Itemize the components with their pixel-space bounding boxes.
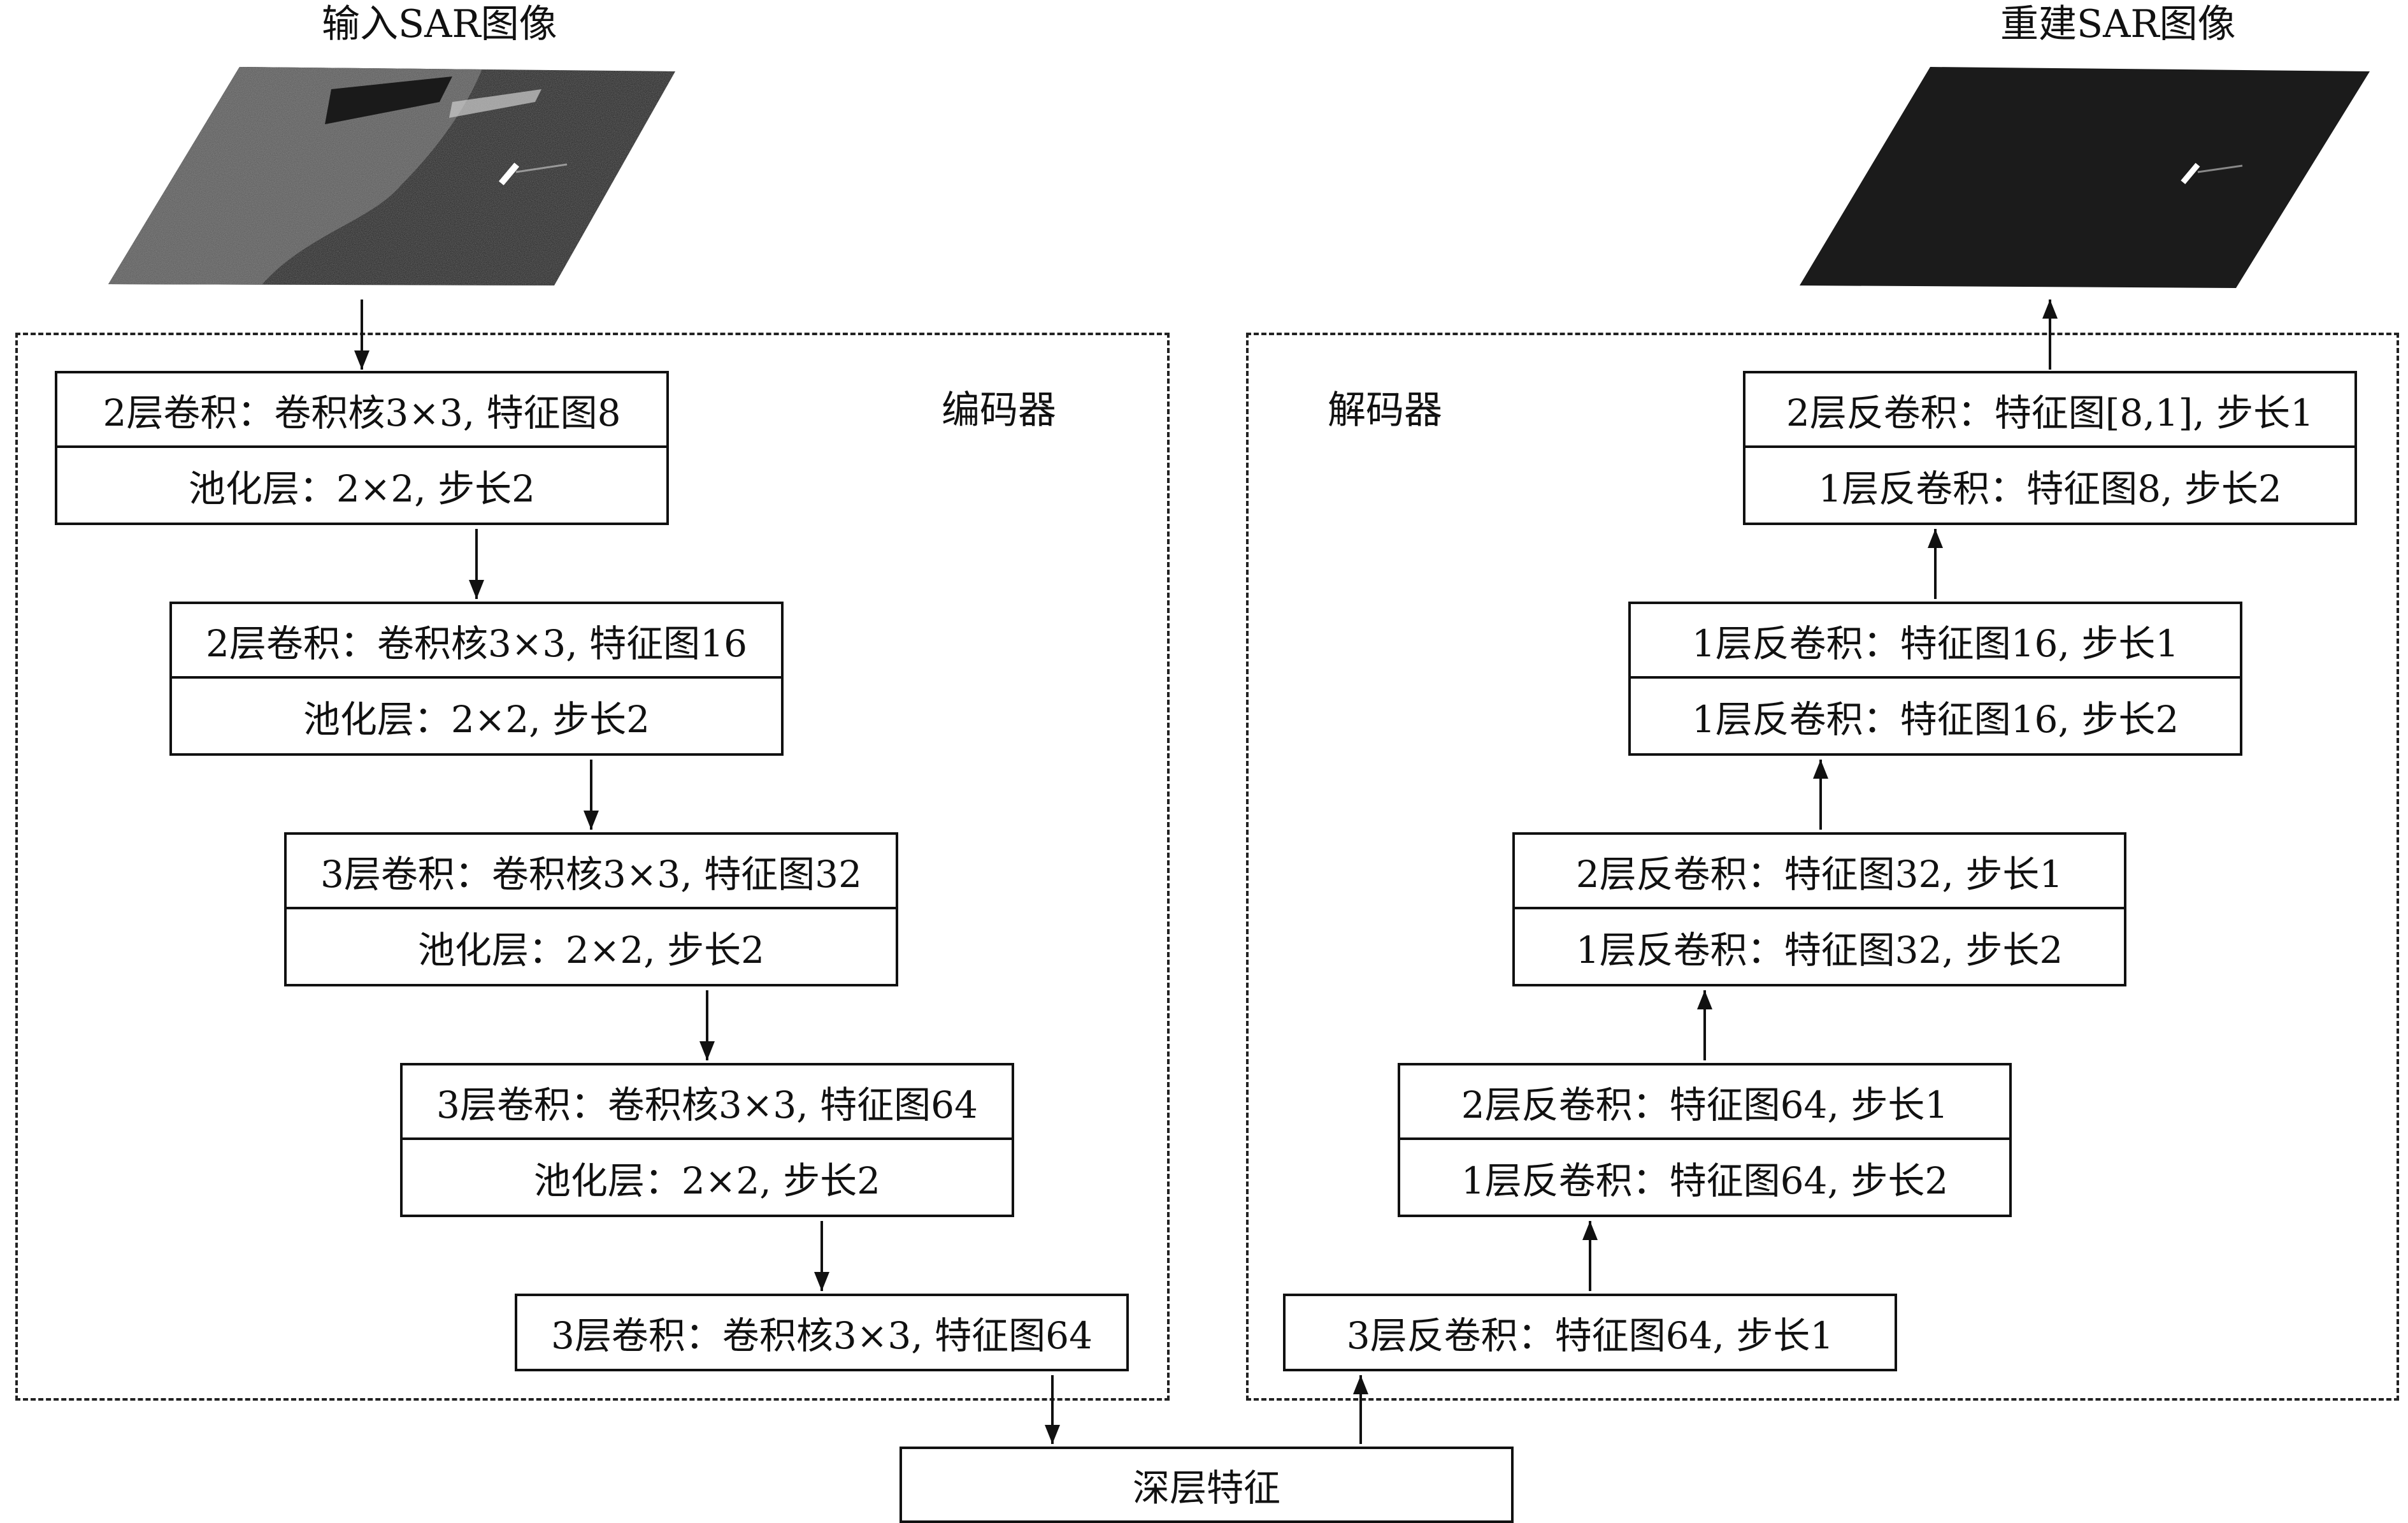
encoder-block-2-pool: 池化层：2×2, 步长2 — [303, 697, 650, 741]
input-sar-image — [108, 67, 675, 285]
decoder-block-2-deconv-a: 1层反卷积：特征图16, 步长1 — [1631, 604, 2240, 679]
decoder-block-3-deconv-b: 1层反卷积：特征图32, 步长2 — [1575, 928, 2063, 972]
output-image-title: 重建SAR图像 — [2000, 2, 2236, 47]
encoder-block-1-conv: 2层卷积：卷积核3×3, 特征图8 — [57, 373, 666, 448]
decoder-block-2: 1层反卷积：特征图16, 步长1 1层反卷积：特征图16, 步长2 — [1628, 602, 2242, 756]
decoder-block-3-deconv-a: 2层反卷积：特征图32, 步长1 — [1515, 835, 2124, 909]
decoder-block-2-deconv-b: 1层反卷积：特征图16, 步长2 — [1691, 697, 2179, 741]
encoder-block-4-conv: 3层卷积：卷积核3×3, 特征图64 — [403, 1065, 1012, 1140]
encoder-block-1-pool: 池化层：2×2, 步长2 — [188, 466, 536, 510]
encoder-container — [15, 333, 1170, 1401]
decoder-block-4: 2层反卷积：特征图64, 步长1 1层反卷积：特征图64, 步长2 — [1398, 1063, 2012, 1217]
decoder-block-4-deconv-b: 1层反卷积：特征图64, 步长2 — [1461, 1158, 1949, 1202]
decoder-block-5: 3层反卷积：特征图64, 步长1 — [1283, 1294, 1897, 1371]
decoder-block-4-deconv-a: 2层反卷积：特征图64, 步长1 — [1400, 1065, 2009, 1140]
decoder-container — [1246, 333, 2399, 1401]
decoder-block-5-deconv: 3层反卷积：特征图64, 步长1 — [1346, 1314, 1834, 1357]
decoder-block-1-deconv-a: 2层反卷积：特征图[8,1], 步长1 — [1745, 373, 2354, 448]
decoder-block-1: 2层反卷积：特征图[8,1], 步长1 1层反卷积：特征图8, 步长2 — [1743, 371, 2357, 525]
decoder-label: 解码器 — [1328, 388, 1442, 433]
encoder-block-5: 3层卷积：卷积核3×3, 特征图64 — [515, 1294, 1129, 1371]
deep-feature-label: 深层特征 — [1132, 1466, 1280, 1510]
encoder-block-5-conv: 3层卷积：卷积核3×3, 特征图64 — [551, 1314, 1093, 1357]
encoder-block-4-pool: 池化层：2×2, 步长2 — [533, 1158, 881, 1202]
input-image-title: 输入SAR图像 — [322, 2, 557, 47]
encoder-block-2-conv: 2层卷积：卷积核3×3, 特征图16 — [172, 604, 781, 679]
encoder-block-3-conv: 3层卷积：卷积核3×3, 特征图32 — [287, 835, 896, 909]
encoder-label: 编码器 — [942, 388, 1056, 433]
decoder-block-1-deconv-b: 1层反卷积：特征图8, 步长2 — [1818, 466, 2282, 510]
output-sar-image — [1800, 67, 2370, 288]
encoder-block-2: 2层卷积：卷积核3×3, 特征图16 池化层：2×2, 步长2 — [169, 602, 784, 756]
encoder-block-4: 3层卷积：卷积核3×3, 特征图64 池化层：2×2, 步长2 — [400, 1063, 1014, 1217]
encoder-block-1: 2层卷积：卷积核3×3, 特征图8 池化层：2×2, 步长2 — [55, 371, 669, 525]
encoder-block-3: 3层卷积：卷积核3×3, 特征图32 池化层：2×2, 步长2 — [284, 832, 898, 986]
decoder-block-3: 2层反卷积：特征图32, 步长1 1层反卷积：特征图32, 步长2 — [1512, 832, 2126, 986]
encoder-block-3-pool: 池化层：2×2, 步长2 — [417, 928, 765, 972]
